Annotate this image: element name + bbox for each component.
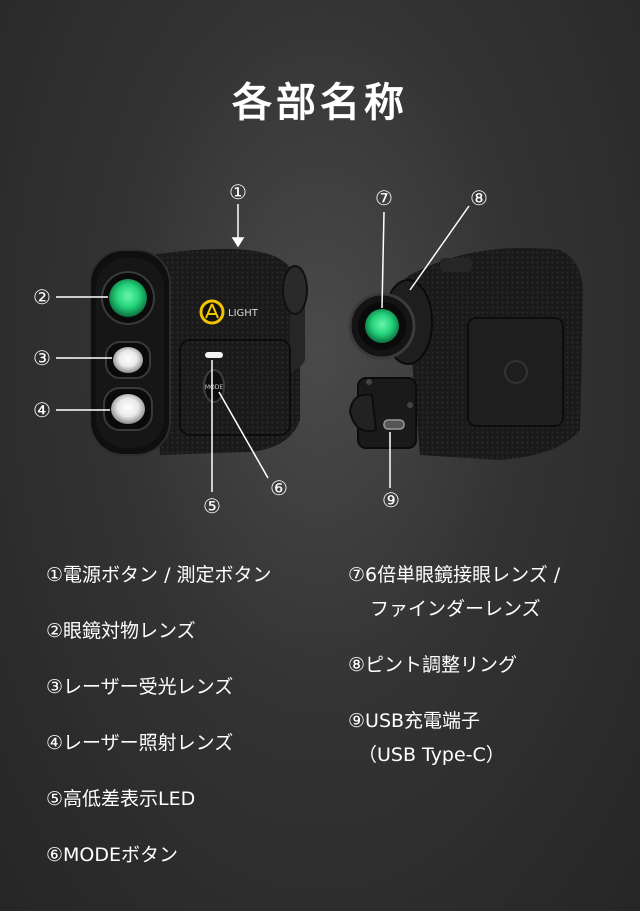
- part-item-3: ③レーザー受光レンズ: [46, 676, 234, 698]
- left-device: LIGHT MODE: [89, 248, 308, 456]
- usb-cover[interactable]: [348, 393, 378, 433]
- part-item-7-cont: ファインダーレンズ: [370, 598, 541, 620]
- callout-7: ⑦: [375, 186, 393, 210]
- callout-5: ⑤: [203, 494, 221, 518]
- callout-4: ④: [33, 398, 51, 422]
- right-device: [348, 247, 584, 460]
- part-item-5: ⑤高低差表示LED: [46, 788, 196, 810]
- callout-9: ⑨: [382, 488, 400, 512]
- callout-lines: [56, 204, 470, 492]
- part-item-8: ⑧ピント調整リング: [348, 654, 518, 676]
- callout-6: ⑥: [270, 476, 288, 500]
- objective-lens: [109, 279, 147, 317]
- laser-emitter-lens: [111, 394, 145, 424]
- part-item-6: ⑥MODEボタン: [46, 844, 179, 866]
- logo-text: LIGHT: [228, 308, 259, 319]
- laser-receiver-lens: [113, 347, 143, 373]
- part-item-9-cont: （USB Type-C）: [358, 744, 505, 766]
- mode-label: MODE: [205, 384, 224, 391]
- embossed-logo-icon: [504, 360, 528, 384]
- eyepiece-lens: [365, 309, 399, 343]
- power-button[interactable]: [440, 258, 472, 272]
- callout-8: ⑧: [470, 186, 488, 210]
- callout-1: ①: [229, 180, 247, 204]
- callout-3: ③: [33, 346, 51, 370]
- mode-button[interactable]: [203, 369, 225, 403]
- part-item-9: ⑨USB充電端子: [348, 710, 481, 732]
- part-item-4: ④レーザー照射レンズ: [46, 732, 234, 754]
- part-item-7: ⑦6倍単眼鏡接眼レンズ /: [348, 564, 561, 586]
- part-item-1: ①電源ボタン / 測定ボタン: [46, 564, 272, 586]
- height-diff-led: [205, 352, 223, 358]
- part-item-2: ②眼鏡対物レンズ: [46, 620, 196, 642]
- page-title: 各部名称: [232, 80, 408, 126]
- callout-2: ②: [33, 285, 51, 309]
- usb-port-icon: [383, 419, 405, 430]
